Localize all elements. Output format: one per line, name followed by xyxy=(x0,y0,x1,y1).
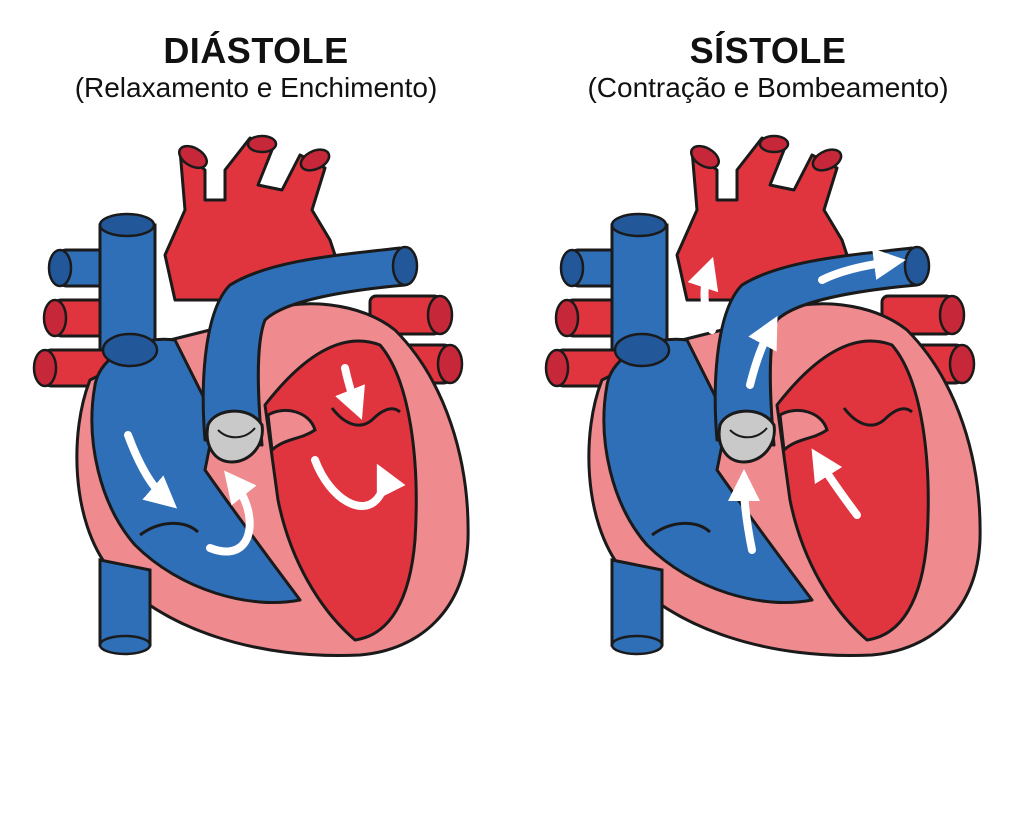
diastole-panel: DIÁSTOLE (Relaxamento e Enchimento) xyxy=(32,30,470,658)
flow-arrow xyxy=(746,315,778,389)
flow-arrow xyxy=(335,364,365,420)
systole-subtitle: (Contração e Bombeamento) xyxy=(587,72,949,103)
systole-title: SÍSTOLE xyxy=(689,30,847,71)
flow-arrow xyxy=(818,248,906,284)
flow-arrow xyxy=(687,256,719,334)
diastole-heart xyxy=(32,134,470,658)
flow-arrow xyxy=(124,431,178,509)
diastole-subtitle: (Relaxamento e Enchimento) xyxy=(74,72,438,103)
systole-heart xyxy=(544,134,982,658)
systole-panel: SÍSTOLE (Contração e Bombeamento) xyxy=(512,0,1024,825)
flow-arrow xyxy=(311,456,406,510)
flow-arrow xyxy=(728,469,761,554)
flow-arrow xyxy=(811,448,861,519)
diastole-title: DIÁSTOLE xyxy=(163,30,349,71)
flow-arrow xyxy=(206,470,257,556)
